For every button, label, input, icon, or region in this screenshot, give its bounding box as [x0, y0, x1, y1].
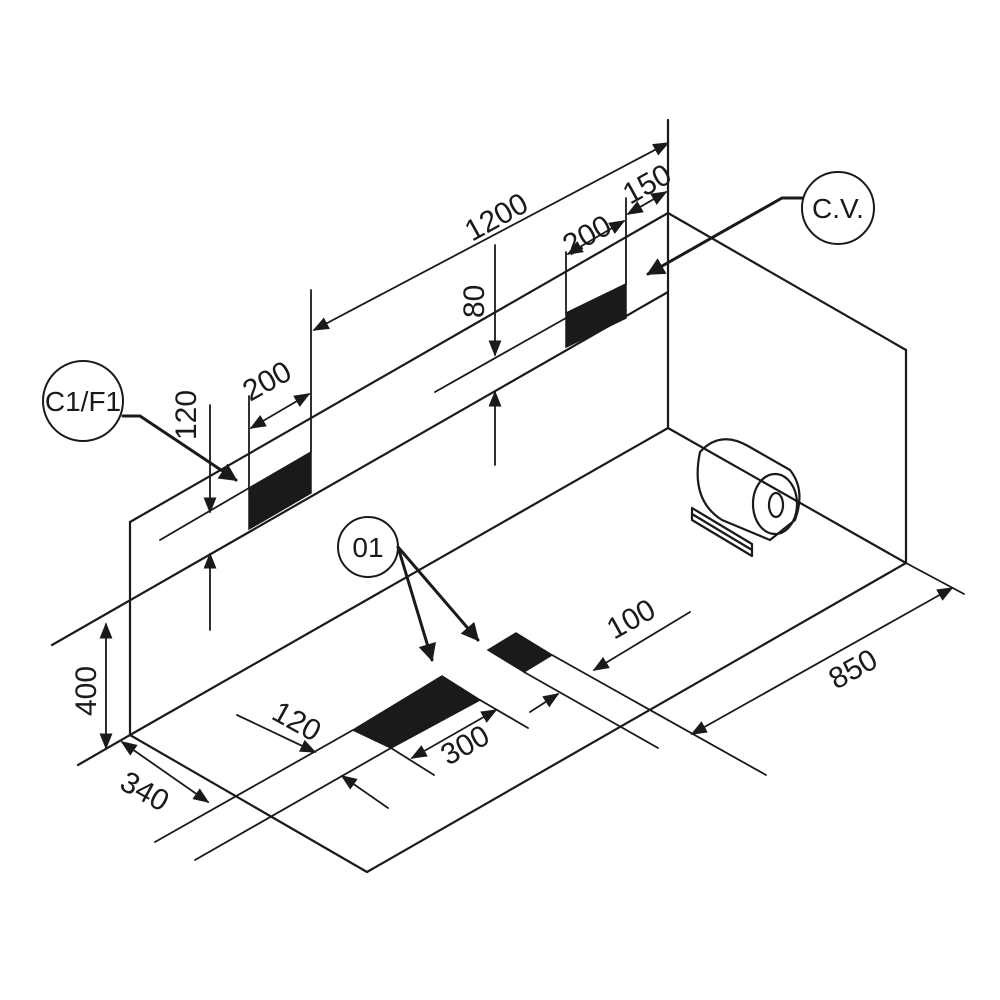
dim-floor-gap-label: 120: [267, 695, 327, 748]
dim-length-label: 1200: [459, 187, 533, 248]
dim-front-vent-height-label: 120: [170, 390, 203, 440]
dim-floor-slot-label: 300: [435, 719, 495, 772]
dim-front-vent-width: [248, 393, 311, 489]
dim-floor-offset-right-label: 100: [601, 593, 661, 646]
floor-slot-small: [486, 632, 554, 673]
dim-length: [310, 142, 670, 453]
callout-c1f1-label: C1/F1: [45, 386, 121, 417]
dim-depth-label: 850: [823, 643, 883, 696]
callout-o1: [337, 516, 480, 662]
cv-vent: [565, 282, 627, 349]
callout-o1-label: 01: [352, 532, 383, 563]
front-vent: [248, 450, 312, 531]
callout-c1f1: [42, 360, 238, 482]
dim-vent-height-label: 80: [458, 285, 491, 318]
dim-vent-offset-line: [626, 191, 668, 215]
callout-cv: [646, 171, 875, 276]
dim-floor-offset-right: [523, 611, 691, 749]
dim-depth: [551, 562, 965, 776]
callout-cv-label: C.V.: [812, 193, 864, 224]
fan-unit: [690, 438, 801, 558]
dim-floor-gap: [154, 714, 392, 861]
dim-wall-height-label: 400: [70, 666, 103, 716]
dim-floor-slot: [390, 699, 529, 776]
dim-front-vent-width-label: 200: [237, 355, 297, 408]
dim-floor-offset-line: [120, 741, 210, 803]
dim-vent-width: [565, 197, 627, 314]
dim-vent-height: [434, 244, 567, 466]
dim-front-vent-height: [159, 404, 250, 631]
